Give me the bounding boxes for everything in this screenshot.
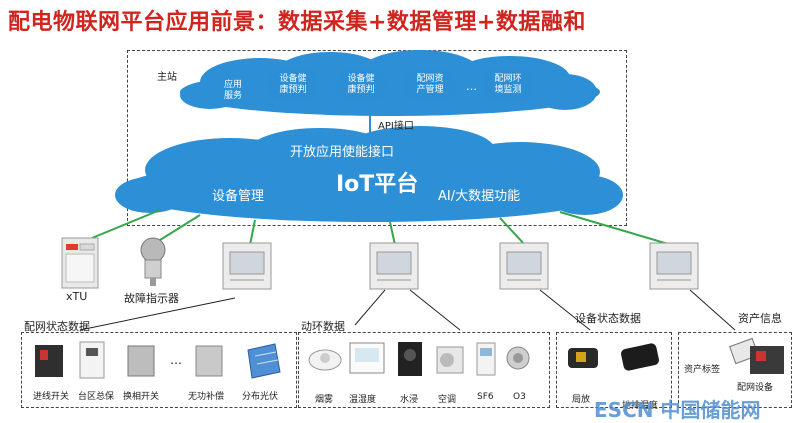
svg-text:…: …: [170, 353, 182, 367]
cloud-links: [91, 209, 676, 247]
api-label: API接口: [378, 121, 414, 132]
device-status-box: [556, 332, 672, 408]
fault-indicator-label: 故障指示器: [124, 292, 179, 305]
grid-status-devices: …: [35, 341, 281, 379]
env-title: 动环数据: [301, 320, 345, 333]
xtu-label: xTU: [66, 290, 88, 303]
gateway-2: [369, 242, 419, 290]
asset-management-pill: 配网资 产管理: [404, 70, 456, 100]
item-asset-tag: 资产标签: [684, 365, 721, 375]
asset-title: 资产信息: [738, 312, 782, 325]
watermark: ESCN 中国储能网: [594, 398, 761, 422]
app-service-label: 应用 服务: [224, 80, 243, 101]
application-cloud: [180, 50, 600, 116]
item-ac: 空调: [438, 395, 457, 405]
open-interface-label: 开放应用使能接口: [290, 145, 395, 160]
item-phase-switch: 换相开关: [123, 392, 160, 402]
item-temp-humidity: 温湿度: [349, 395, 377, 405]
item-o3: O3: [513, 392, 526, 402]
item-grid-device: 配网设备: [737, 383, 774, 393]
item-sf6: SF6: [477, 392, 494, 402]
item-reactive-compensation: 无功补偿: [188, 392, 225, 402]
ai-bigdata-label: AI/大数据功能: [438, 189, 521, 204]
env-devices: [308, 342, 530, 376]
item-district-protection: 台区总保: [78, 392, 115, 402]
gateway-1: [222, 242, 272, 290]
grid-status-box: [21, 332, 297, 408]
item-incoming-switch: 进线开关: [33, 392, 70, 402]
env-box: [298, 332, 550, 408]
gateway-3: [499, 242, 549, 290]
asset-devices: [729, 337, 784, 374]
env-monitoring-pill: 配网环 境监测: [482, 70, 534, 100]
grid-status-title: 配网状态数据: [24, 320, 90, 333]
item-ground-temp: 地排温度: [622, 401, 659, 411]
device-management-label: 设备管理: [212, 189, 265, 204]
iot-cloud: [115, 126, 623, 222]
page-title: 配电物联网平台应用前景：数据采集+数据管理+数据融和: [8, 10, 586, 35]
device-health-pill-1: 设备健 康预判: [268, 70, 318, 100]
item-water: 水浸: [400, 395, 419, 405]
iot-platform-label: IoT平台: [336, 172, 419, 197]
gateway-links: [79, 289, 736, 331]
xtu-cabinet: [61, 237, 99, 289]
item-partial-discharge: 局放: [572, 395, 591, 405]
device-status-devices: [568, 343, 659, 371]
gateway-4: [649, 242, 699, 290]
master-station-box: [127, 50, 627, 226]
ellipsis-label: …: [466, 80, 477, 93]
device-status-title: 设备状态数据: [575, 312, 641, 325]
asset-box: [678, 332, 792, 408]
device-health-pill-2: 设备健 康预判: [336, 70, 386, 100]
item-distributed-pv: 分布光伏: [242, 392, 279, 402]
master-station-label: 主站: [157, 72, 177, 83]
fault-indicator-device: [140, 237, 166, 286]
item-smoke: 烟雾: [315, 395, 334, 405]
